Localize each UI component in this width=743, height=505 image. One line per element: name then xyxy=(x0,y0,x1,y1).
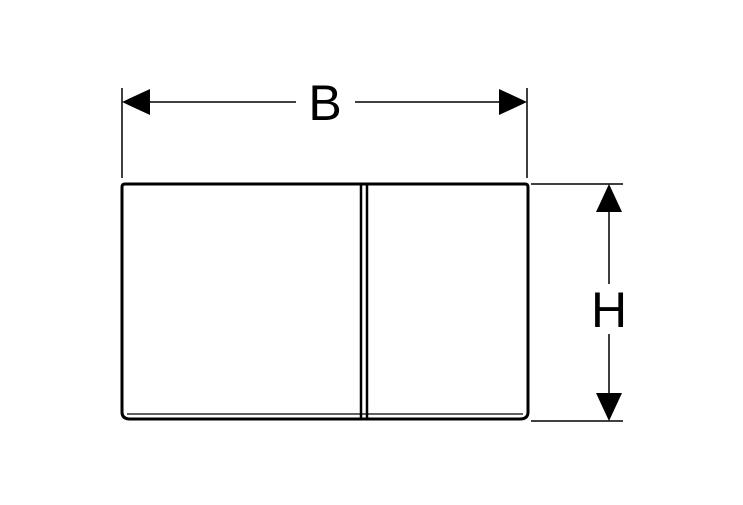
width-label: B xyxy=(308,75,341,131)
height-dimension: H xyxy=(531,183,627,422)
height-label: H xyxy=(591,282,627,338)
flush-plate-outline xyxy=(120,182,530,421)
width-dimension: B xyxy=(121,75,528,178)
height-arrow-bottom xyxy=(596,393,622,421)
width-arrow-left xyxy=(122,89,150,115)
width-arrow-right xyxy=(499,89,527,115)
flush-plate xyxy=(120,182,530,421)
height-arrow-top xyxy=(596,184,622,212)
